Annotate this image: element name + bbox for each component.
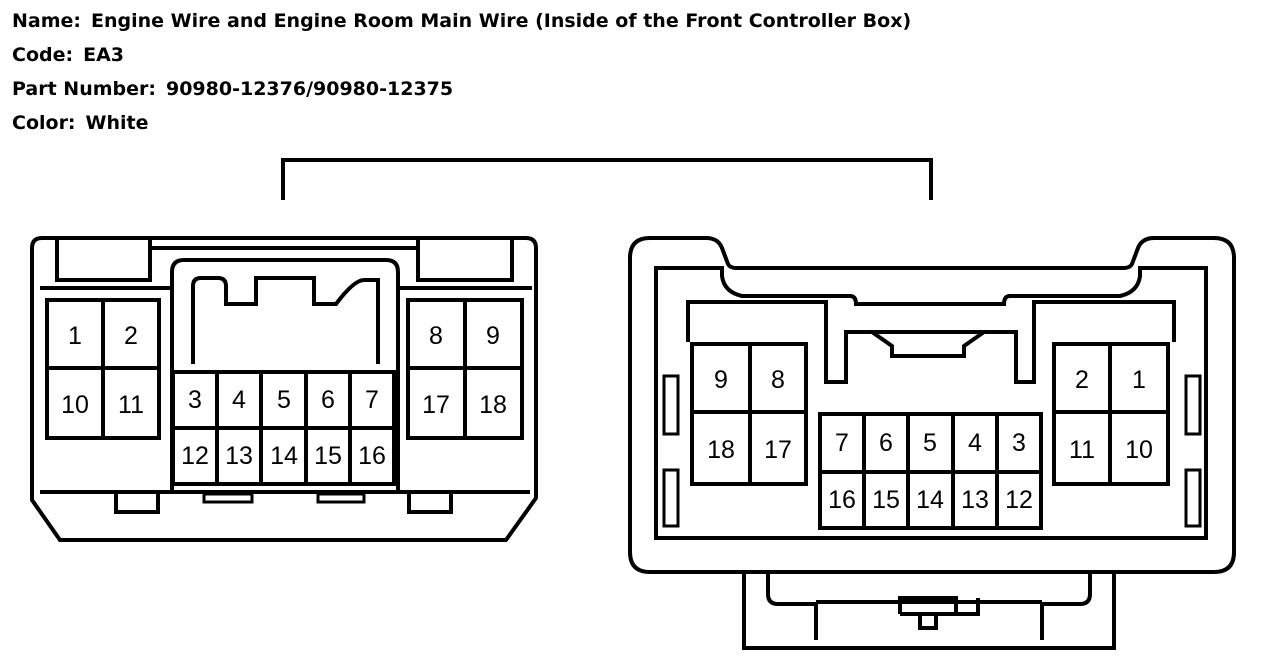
pin-number: 12 (181, 442, 209, 470)
pin-cell: 1 (45, 298, 105, 370)
pin-number: 16 (828, 486, 856, 514)
pin-cell: 14 (259, 426, 308, 486)
left-connector-housing (30, 236, 538, 542)
pin-number: 8 (771, 366, 785, 394)
pin-cell: 15 (304, 426, 352, 486)
color-label: Color: (12, 112, 76, 134)
pin-cell: 10 (45, 366, 105, 440)
pin-cell: 18 (463, 366, 524, 440)
pin-number: 10 (61, 391, 89, 419)
pin-number: 3 (1012, 429, 1026, 457)
pin-number: 5 (923, 429, 937, 457)
pin-cell: 11 (1052, 410, 1112, 486)
pin-cell: 10 (1108, 410, 1170, 486)
pin-cell: 5 (259, 370, 308, 430)
pin-number: 13 (225, 442, 253, 470)
pin-number: 11 (118, 391, 144, 419)
pin-number: 13 (961, 486, 989, 514)
pin-number: 4 (968, 429, 982, 457)
code-label: Code: (12, 44, 74, 66)
pin-cell: 17 (406, 366, 467, 440)
pin-cell: 4 (951, 412, 999, 474)
color-line: Color: White (12, 112, 149, 134)
pin-number: 17 (422, 391, 450, 419)
right-pin-grid: 9 8 18 17 2 1 11 10 7 6 5 4 3 16 15 14 1… (690, 342, 1170, 530)
part-number-line: Part Number: 90980-12376/90980-12375 (12, 78, 453, 100)
pin-cell: 2 (1052, 342, 1112, 414)
pin-cell: 15 (862, 470, 910, 530)
pin-number: 6 (879, 429, 893, 457)
code-line: Code: EA3 (12, 44, 124, 66)
pin-number: 16 (358, 442, 386, 470)
pin-number: 18 (707, 436, 735, 464)
part-number-value: 90980-12376/90980-12375 (165, 78, 454, 100)
pin-number: 1 (1132, 366, 1146, 394)
pin-cell: 12 (171, 426, 219, 486)
pin-number: 7 (365, 386, 379, 414)
pin-cell: 9 (690, 342, 752, 414)
pin-cell: 16 (348, 426, 396, 486)
pin-number: 2 (124, 322, 138, 350)
pin-cell: 13 (215, 426, 263, 486)
pin-number: 18 (479, 391, 507, 419)
pin-cell: 16 (818, 470, 866, 530)
pin-cell: 7 (818, 412, 866, 474)
part-number-label: Part Number: (12, 78, 156, 100)
name-line: Name: Engine Wire and Engine Room Main Wi… (12, 10, 911, 32)
right-connector-housing (628, 236, 1236, 650)
pin-number: 17 (764, 436, 792, 464)
pin-cell: 6 (304, 370, 352, 430)
pin-cell: 5 (906, 412, 955, 474)
pin-number: 15 (872, 486, 900, 514)
pin-cell: 13 (951, 470, 999, 530)
pin-cell: 14 (906, 470, 955, 530)
pin-number: 9 (714, 366, 728, 394)
pin-number: 12 (1005, 486, 1033, 514)
pin-cell: 6 (862, 412, 910, 474)
pin-number: 6 (321, 386, 335, 414)
name-value: Engine Wire and Engine Room Main Wire (I… (91, 10, 912, 32)
pin-cell: 11 (101, 366, 161, 440)
pin-number: 11 (1069, 436, 1095, 464)
left-pin-grid: 1 2 10 11 8 9 17 18 3 4 5 6 7 12 13 14 1… (45, 298, 524, 486)
pin-number: 2 (1075, 366, 1089, 394)
color-value: White (85, 112, 149, 134)
pin-number: 8 (429, 322, 443, 350)
pin-number: 5 (277, 386, 291, 414)
pin-number: 15 (314, 442, 342, 470)
pin-number: 14 (916, 486, 944, 514)
code-value: EA3 (83, 44, 124, 66)
pin-cell: 8 (406, 298, 467, 370)
pin-number: 1 (68, 322, 82, 350)
mating-bracket (281, 158, 933, 200)
pin-number: 3 (188, 386, 202, 414)
pin-cell: 9 (463, 298, 524, 370)
name-label: Name: (12, 10, 82, 32)
pin-number: 14 (270, 442, 298, 470)
pin-cell: 12 (995, 470, 1043, 530)
pin-number: 10 (1125, 436, 1153, 464)
pin-cell: 2 (101, 298, 161, 370)
pin-cell: 18 (690, 410, 752, 486)
pin-cell: 4 (215, 370, 263, 430)
pin-cell: 3 (171, 370, 219, 430)
pin-cell: 7 (348, 370, 396, 430)
pin-number: 7 (835, 429, 849, 457)
pin-number: 4 (232, 386, 246, 414)
pin-number: 9 (486, 322, 500, 350)
pin-cell: 3 (995, 412, 1043, 474)
pin-cell: 8 (748, 342, 808, 414)
pin-cell: 1 (1108, 342, 1170, 414)
pin-cell: 17 (748, 410, 808, 486)
